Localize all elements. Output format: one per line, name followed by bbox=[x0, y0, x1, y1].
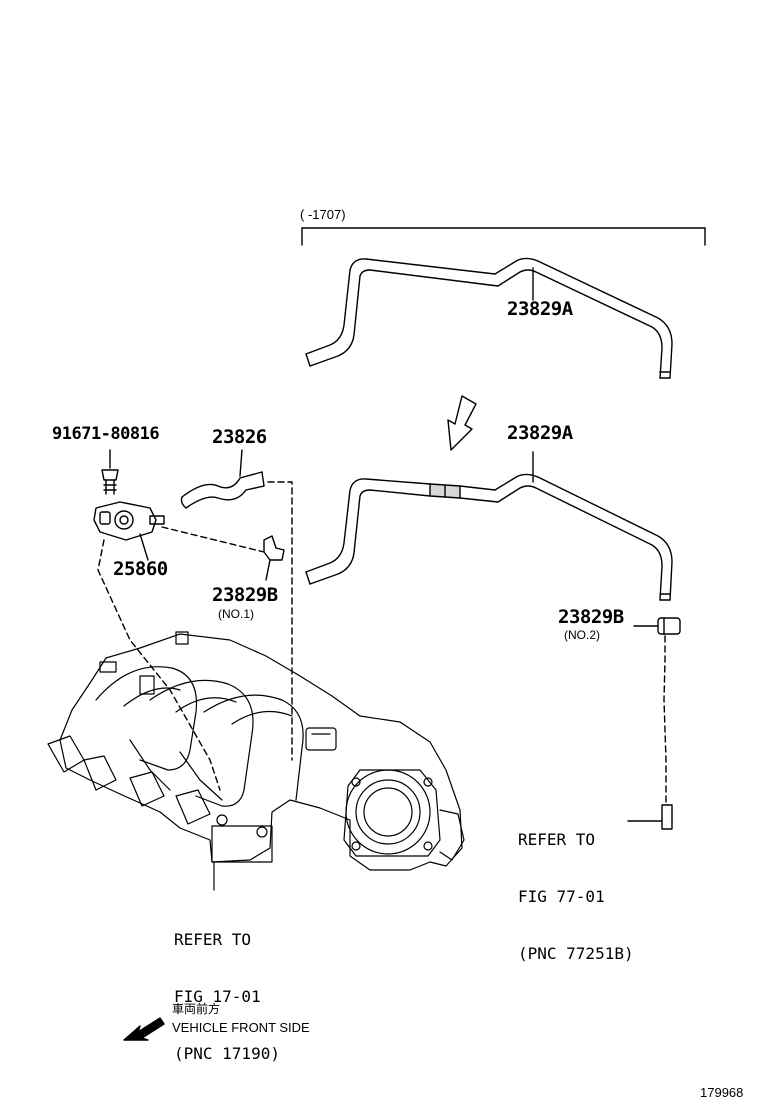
refer-manifold[interactable]: REFER TO FIG 17-01 (PNC 17190) bbox=[174, 892, 280, 1082]
refer-manifold-line-2: FIG 17-01 bbox=[174, 987, 261, 1006]
part-number-23829b-no1[interactable]: 23829B bbox=[212, 584, 278, 606]
vehicle-front-label: VEHICLE FRONT SIDE bbox=[172, 1020, 310, 1035]
clamp-23829b-no2 bbox=[634, 618, 680, 634]
vehicle-front-arrow-icon bbox=[124, 1018, 164, 1040]
refer-pipe-line-3: (PNC 77251B) bbox=[518, 944, 634, 963]
refer-manifold-line-1: REFER TO bbox=[174, 930, 252, 949]
refer-manifold-line-3: (PNC 17190) bbox=[174, 1044, 280, 1063]
bolt-91671-80816 bbox=[102, 450, 118, 494]
vehicle-front-cjk: 車両前方 bbox=[172, 1002, 221, 1016]
part-number-23829a-lower[interactable]: 23829A bbox=[507, 422, 573, 444]
date-bracket bbox=[302, 228, 705, 245]
part-number-23829a-upper[interactable]: 23829A bbox=[507, 298, 573, 320]
clamp-23829b-no1 bbox=[264, 536, 284, 580]
clamp-no1-note: (NO.1) bbox=[218, 607, 254, 621]
hose-23826 bbox=[182, 450, 265, 508]
part-number-23829b-no2[interactable]: 23829B bbox=[558, 606, 624, 628]
connection-line-right bbox=[664, 636, 666, 805]
hose-23829a-upper bbox=[306, 258, 672, 378]
refer-pipe-line-1: REFER TO bbox=[518, 830, 596, 849]
refer-pipe-line-2: FIG 77-01 bbox=[518, 887, 605, 906]
hose-23829a-lower bbox=[306, 452, 672, 600]
date-range-label: ( -1707) bbox=[300, 207, 346, 222]
figure-id: 179968 bbox=[700, 1085, 744, 1100]
intake-manifold bbox=[48, 632, 464, 890]
pipe-end-right bbox=[628, 805, 672, 829]
connection-lines-left bbox=[98, 482, 292, 790]
direction-arrow-icon bbox=[448, 396, 476, 450]
refer-pipe[interactable]: REFER TO FIG 77-01 (PNC 77251B) bbox=[518, 792, 634, 982]
part-number-91671-80816[interactable]: 91671-80816 bbox=[52, 424, 160, 444]
clamp-no2-note: (NO.2) bbox=[564, 628, 600, 642]
part-number-25860[interactable]: 25860 bbox=[113, 558, 168, 580]
part-number-23826[interactable]: 23826 bbox=[212, 426, 267, 448]
vsv-25860 bbox=[94, 502, 164, 560]
